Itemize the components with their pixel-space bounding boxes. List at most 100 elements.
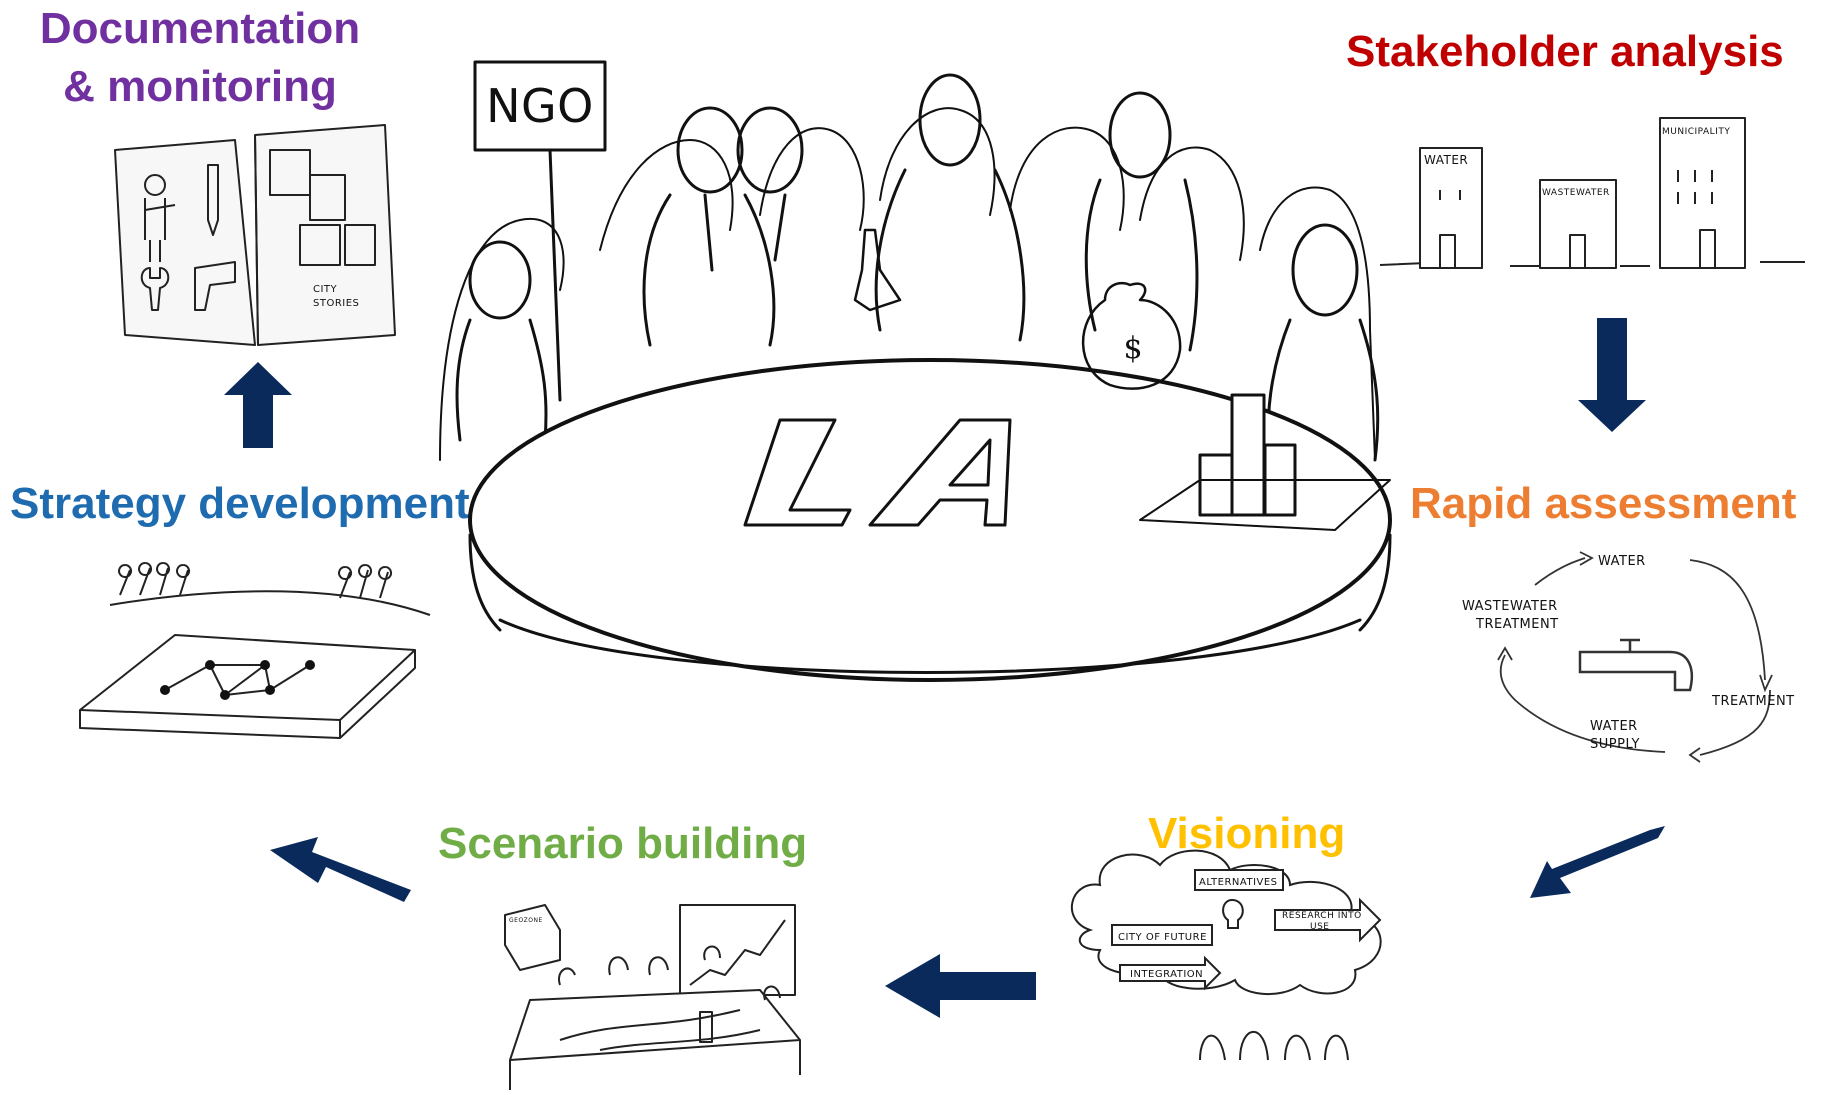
network-node	[220, 690, 230, 700]
cycle-water-label: WATER	[1598, 554, 1646, 569]
chart-board	[679, 904, 796, 996]
map-block-4	[344, 224, 376, 266]
scenario-building-title: Scenario building	[438, 819, 808, 868]
geozone-box	[504, 904, 561, 971]
cycle-supply-label-line2: SUPPLY	[1590, 737, 1640, 752]
cycle-arc-bottom	[1499, 654, 1666, 753]
cycle-treatment-label: TREATMENT	[1711, 694, 1795, 709]
flask	[853, 228, 902, 312]
cycle-arc-right	[1699, 689, 1771, 756]
strategy-sketch	[79, 562, 431, 739]
scenario-rivers	[559, 1009, 761, 1051]
stakeholder-analysis-title: Stakeholder analysis	[1346, 27, 1784, 76]
ngo-sign-pole	[548, 148, 562, 402]
chart-board-line	[689, 919, 786, 986]
rapid-assessment-title: Rapid assessment	[1410, 479, 1797, 528]
tug-team-right	[338, 564, 393, 599]
round-table-top	[468, 358, 1392, 682]
person-head-2	[736, 106, 804, 194]
round-table-edge	[468, 533, 1392, 674]
person-head-3	[918, 73, 982, 167]
map-block-2	[309, 174, 346, 221]
person-head-1	[676, 106, 744, 194]
book-text-line1: CITY	[313, 284, 338, 295]
network-nodes	[160, 660, 315, 700]
drill-icon	[194, 261, 236, 311]
money-bag	[1081, 281, 1182, 390]
network-board-edge	[79, 650, 416, 739]
scenario-tabletop	[509, 989, 801, 1061]
arrow-up-left-icon	[270, 837, 411, 902]
visioning-cloud-sketch	[1071, 849, 1382, 1061]
book-text-line2: STORIES	[313, 298, 359, 309]
center-round-table-sketch	[439, 60, 1392, 682]
documentation-monitoring-title: Documentation & monitoring	[0, 0, 400, 116]
strategy-development-title: Strategy development	[10, 479, 470, 528]
network-edges	[164, 664, 311, 696]
network-node	[160, 685, 170, 695]
network-node	[265, 685, 275, 695]
visioning-title: Visioning	[1148, 809, 1346, 858]
model-base	[1139, 479, 1391, 531]
scenario-table-sketch	[504, 904, 801, 1090]
book-spine	[254, 134, 259, 346]
cycle-wastewater-label-line2: TREATMENT	[1475, 617, 1559, 632]
cycle-wastewater-label-line1: WASTEWATER	[1462, 599, 1558, 614]
municipality-building-label: MUNICIPALITY	[1662, 127, 1730, 137]
person-bodies	[455, 168, 1380, 462]
la-letter-a	[868, 418, 1012, 527]
water-building-label: WATER	[1424, 153, 1468, 167]
scenario-people	[558, 945, 781, 1001]
cycle-arrowheads	[1497, 551, 1773, 763]
arrow-down-icon	[1578, 318, 1646, 432]
person-head-5	[1291, 223, 1359, 317]
network-node	[305, 660, 315, 670]
cycle-arc-top	[1534, 557, 1766, 681]
municipality-building	[1659, 117, 1746, 269]
scenario-tower	[699, 1011, 713, 1043]
research-arrow	[1274, 897, 1382, 943]
alternatives-label: ALTERNATIVES	[1199, 877, 1278, 888]
water-cycle-sketch	[1497, 551, 1773, 763]
arrow-left-icon	[885, 954, 1036, 1018]
tug-rope	[109, 590, 431, 616]
ngo-sign-text: NGO	[486, 79, 594, 133]
wastewater-building	[1539, 179, 1617, 269]
scenario-table-front	[509, 1040, 801, 1090]
arrow-down-left-icon	[1530, 826, 1665, 898]
dreamers	[1199, 1030, 1349, 1061]
city-of-future-label: CITY OF FUTURE	[1118, 932, 1207, 943]
person-head-6	[468, 240, 532, 320]
integration-label: INTEGRATION	[1130, 969, 1203, 980]
wrench-icon	[140, 267, 170, 311]
network-node	[205, 660, 215, 670]
map-block-1	[269, 149, 311, 196]
worker-body	[144, 198, 176, 262]
documentation-title-line2: & monitoring	[63, 62, 337, 111]
city-future-box	[1111, 924, 1213, 946]
ngo-sign-board	[473, 60, 607, 152]
model-building-low	[1198, 453, 1234, 517]
documentation-book-sketch	[114, 124, 396, 346]
lightbulb-icon	[1222, 898, 1244, 929]
building-windows	[1439, 170, 1716, 269]
process-arrows	[224, 318, 1665, 1018]
research-into-use-label-line1: RESEARCH INTO	[1282, 911, 1362, 921]
geozone-box-label: GEOZONE	[509, 917, 543, 924]
cycle-supply-label-line1: WATER	[1590, 719, 1638, 734]
water-building	[1419, 147, 1483, 269]
tug-team-left	[118, 562, 191, 596]
ground-line	[1379, 261, 1805, 267]
research-into-use-label-line2: USE	[1310, 922, 1330, 932]
book-left-page	[114, 139, 256, 346]
faucet-icon	[1578, 638, 1694, 692]
arrow-up-icon	[224, 362, 292, 448]
person-head-4	[1108, 91, 1172, 179]
alternatives-box	[1194, 869, 1284, 891]
worker-head	[144, 174, 166, 196]
documentation-title-line1: Documentation	[39, 4, 361, 53]
crowd-outline	[439, 107, 1376, 461]
integration-arrow	[1119, 955, 1222, 991]
